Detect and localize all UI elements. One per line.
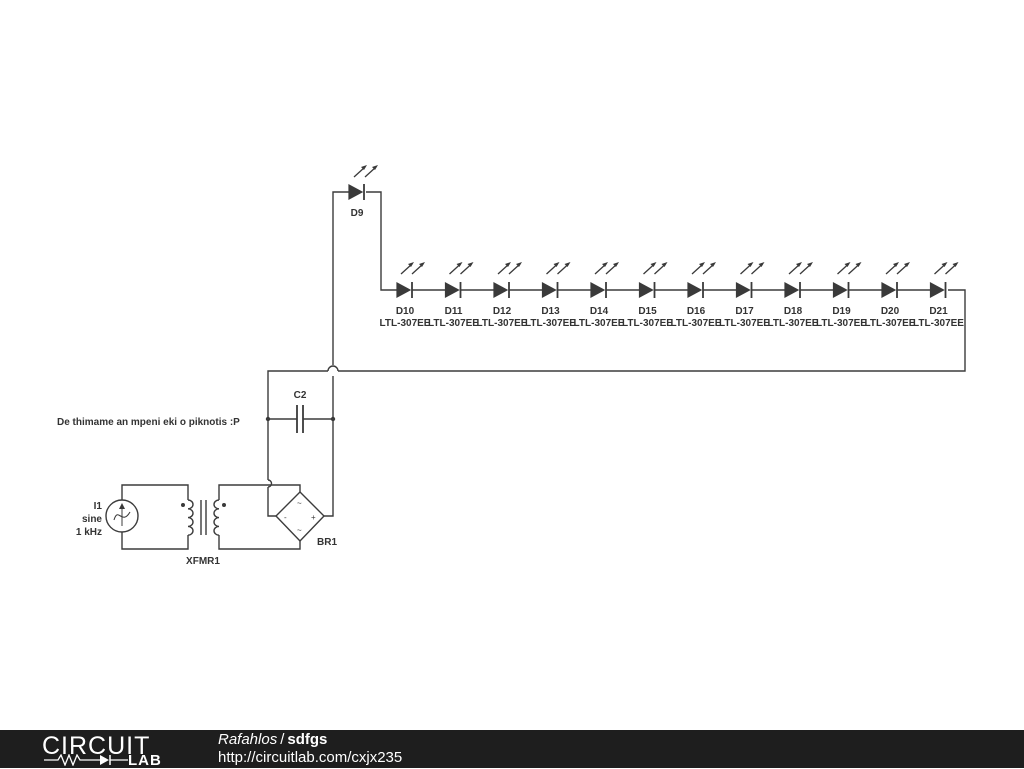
source-name: I1 [94, 501, 103, 512]
project-link[interactable]: sdfgs [287, 731, 328, 748]
bridge-ac-bottom: ~ [297, 526, 302, 535]
bridge-rectifier-br1[interactable]: ~ ~ - + BR1 [275, 491, 337, 548]
bridge-minus: - [284, 513, 287, 522]
led-name-label: D20 [881, 306, 900, 317]
path-separator: / [280, 731, 285, 748]
led-part-label: LTL-307EE [671, 318, 722, 329]
led-name-label: D17 [735, 306, 754, 317]
source-waveform: sine [82, 514, 102, 525]
led-part-label: LTL-307EE [525, 318, 576, 329]
led-name-label: D16 [687, 306, 706, 317]
capacitor-label: C2 [294, 390, 307, 401]
circuit-url[interactable]: http://circuitlab.com/cxjx235 [218, 749, 403, 766]
led-part-label: LTL-307EE [913, 318, 964, 329]
led-name-label: D14 [590, 306, 609, 317]
circuitlab-logo[interactable]: CIRCUIT LAB [42, 732, 177, 769]
led-part-label: LTL-307EE [816, 318, 867, 329]
led-part-label: LTL-307EE [574, 318, 625, 329]
footer-bar: CIRCUIT LAB Rafahlos/sdfgs http://circui… [0, 730, 1024, 769]
led-part-label: LTL-307EE [865, 318, 916, 329]
led-part-label: LTL-307EE [719, 318, 770, 329]
led-part-label: LTL-307EE [622, 318, 673, 329]
led-name-label: D12 [493, 306, 512, 317]
led-d9-label: D9 [351, 208, 364, 219]
led-name-label: D10 [396, 306, 415, 317]
led-part-label: LTL-307EE [428, 318, 479, 329]
source-frequency: 1 kHz [76, 527, 102, 538]
bridge-plus: + [311, 513, 316, 522]
annotation-text: De thimame an mpeni eki o piknotis :P [57, 417, 240, 428]
led-d9[interactable]: D9 [348, 165, 378, 219]
author-link[interactable]: Rafahlos [218, 731, 278, 748]
led-part-label: LTL-307EE [477, 318, 528, 329]
logo-text-circuit: CIRCUIT [42, 732, 151, 760]
led-name-label: D13 [541, 306, 560, 317]
author-project-line: Rafahlos/sdfgs [218, 731, 327, 748]
transformer-label: XFMR1 [186, 556, 220, 567]
logo-text-lab: LAB [128, 752, 162, 769]
led-part-label: LTL-307EE [380, 318, 431, 329]
current-source-i1[interactable]: I1 sine 1 kHz [76, 499, 139, 538]
led-string: D10LTL-307EED11LTL-307EED12LTL-307EED13L… [380, 262, 964, 329]
led-name-label: D19 [832, 306, 851, 317]
resistor-diode-icon [44, 754, 128, 766]
capacitor-c2[interactable]: C2 [265, 390, 336, 433]
transformer-xfmr1[interactable]: XFMR1 [181, 499, 226, 567]
led-name-label: D18 [784, 306, 803, 317]
led-name-label: D15 [638, 306, 657, 317]
led-name-label: D11 [445, 306, 463, 317]
bridge-ac-top: ~ [297, 499, 302, 508]
circuit-schematic: C2 I1 sine 1 kHz XFMR1 ~ ~ - + BR1 [57, 165, 966, 567]
led-name-label: D21 [929, 306, 948, 317]
wires [121, 191, 966, 550]
bridge-label: BR1 [317, 537, 337, 548]
led-part-label: LTL-307EE [768, 318, 819, 329]
